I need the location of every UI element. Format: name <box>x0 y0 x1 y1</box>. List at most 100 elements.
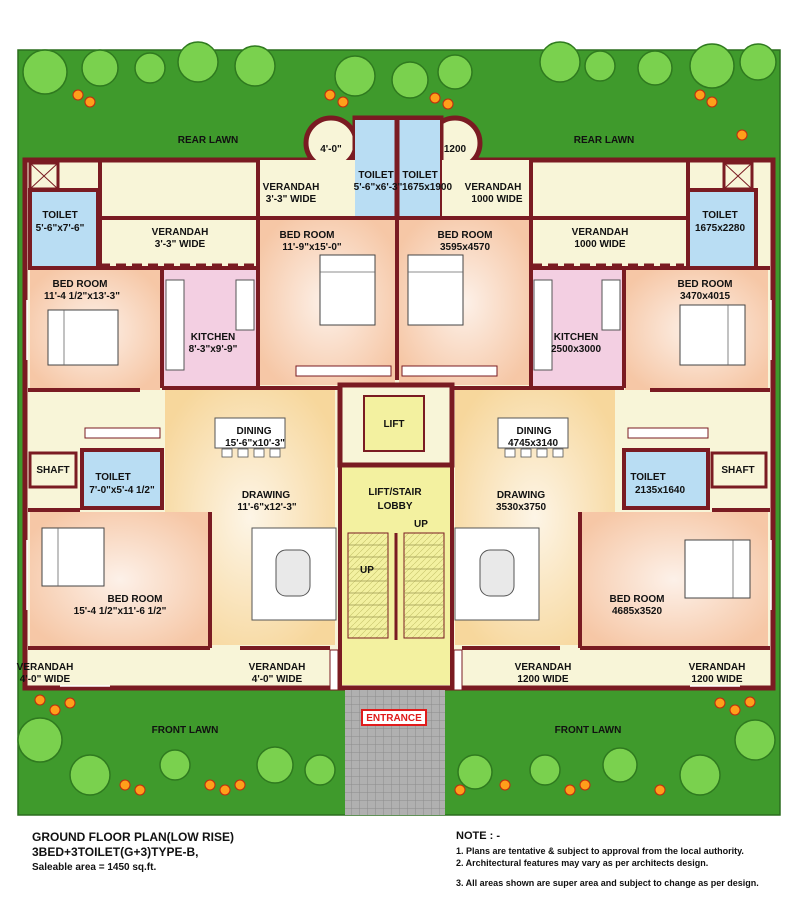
label-stair-up-left: UP <box>360 565 374 576</box>
shaft-left <box>28 451 78 489</box>
flower-icon <box>204 779 216 791</box>
label-toilet-left: TOILET <box>42 210 77 221</box>
toilet-top-right <box>398 120 440 216</box>
label-bay-left: 4'-0" <box>320 144 342 155</box>
toilet-mid-left <box>80 448 164 510</box>
flower-icon <box>454 784 466 796</box>
label-bed-left-size: 11'-4 1/2"x13'-3" <box>44 291 120 302</box>
label-verandah-mid-left-size: 3'-3" WIDE <box>155 239 206 250</box>
label-dining-right-size: 4745x3140 <box>508 438 558 449</box>
label-bed-bottom-right: BED ROOM <box>610 594 665 605</box>
flower-icon <box>64 697 76 709</box>
lift-core <box>363 395 425 452</box>
sofa-set-left-icon <box>251 527 337 621</box>
label-kitchen-right: KITCHEN <box>554 332 598 343</box>
tree-icon <box>334 55 376 97</box>
tree-icon <box>391 61 429 99</box>
label-verandah-top-left: VERANDAH <box>263 182 320 193</box>
tree-icon <box>159 749 191 781</box>
label-stair-up-right: UP <box>414 519 428 530</box>
flower-icon <box>714 697 726 709</box>
bed-icon <box>319 254 376 326</box>
bed-icon <box>679 304 746 366</box>
label-drawing-left: DRAWING <box>242 490 291 501</box>
label-verandah-bottom-right-1-size: 1200 WIDE <box>517 674 568 685</box>
label-toilet-right: TOILET <box>702 210 737 221</box>
label-drawing-right-size: 3530x3750 <box>496 502 546 513</box>
flower-icon <box>564 784 576 796</box>
flower-icon <box>654 784 666 796</box>
label-bed-center-left: BED ROOM <box>280 230 335 241</box>
sofa-set-right-icon <box>454 527 540 621</box>
tree-icon <box>134 52 166 84</box>
label-bed-right: BED ROOM <box>678 279 733 290</box>
tree-icon <box>689 43 735 89</box>
flower-icon <box>337 96 349 108</box>
label-rear-lawn-right: REAR LAWN <box>574 135 635 146</box>
plan-title: GROUND FLOOR PLAN(LOW RISE) <box>32 830 234 844</box>
label-toilet-top-left: TOILET <box>358 170 393 181</box>
tree-icon <box>17 717 63 763</box>
dining-table-left-icon <box>214 417 286 458</box>
flower-icon <box>706 96 718 108</box>
tree-icon <box>584 50 616 82</box>
label-toilet-top-right: TOILET <box>402 170 437 181</box>
kitchen-counter-icon <box>235 279 255 331</box>
flower-icon <box>234 779 246 791</box>
label-verandah-bottom-left-1-size: 4'-0" WIDE <box>20 674 71 685</box>
tree-icon <box>734 719 776 761</box>
label-toilet-right-size: 1675x2280 <box>695 223 745 234</box>
label-verandah-bottom-right-2: VERANDAH <box>689 662 746 673</box>
label-rear-lawn-left: REAR LAWN <box>178 135 239 146</box>
tree-icon <box>679 754 721 796</box>
note-heading: NOTE : - <box>456 830 500 842</box>
flower-icon <box>134 784 146 796</box>
flower-icon <box>694 89 706 101</box>
label-verandah-bottom-left-2: VERANDAH <box>249 662 306 673</box>
entrance-sign <box>361 709 427 726</box>
tree-icon <box>457 754 493 790</box>
label-verandah-bottom-right-1: VERANDAH <box>515 662 572 673</box>
flower-icon <box>34 694 46 706</box>
label-toilet-left-size: 5'-6"x7'-6" <box>36 223 85 234</box>
label-toilet-mid-right-size: 2135x1640 <box>635 485 685 496</box>
note-1: 1. Plans are tentative & subject to appr… <box>456 846 744 856</box>
label-verandah-bottom-left-1: VERANDAH <box>17 662 74 673</box>
flowers <box>34 89 756 796</box>
plan-title-block: GROUND FLOOR PLAN(LOW RISE) 3BED+3TOILET… <box>32 830 234 875</box>
label-verandah-top-right-size: 1000 WIDE <box>471 194 522 205</box>
flower-icon <box>219 784 231 796</box>
tree-icon <box>602 747 638 783</box>
flower-icon <box>744 696 756 708</box>
saleable-area: Saleable area = 1450 sq.ft. <box>32 862 157 873</box>
bed-icon <box>47 309 119 366</box>
label-toilet-mid-right: TOILET <box>630 472 665 483</box>
toilet-top-left <box>355 120 395 216</box>
tree-icon <box>69 754 111 796</box>
bed-icon <box>407 254 464 326</box>
tree-icon <box>304 754 336 786</box>
tree-icon <box>529 754 561 786</box>
shaft-right <box>710 451 768 489</box>
flower-icon <box>736 129 748 141</box>
tree-icon <box>437 54 473 90</box>
note-3: 3. All areas shown are super area and su… <box>456 878 759 888</box>
label-bed-center-right-size: 3595x4570 <box>440 242 490 253</box>
tree-icon <box>234 45 276 87</box>
flower-icon <box>84 96 96 108</box>
flower-icon <box>72 89 84 101</box>
kitchen-counter-icon <box>165 279 185 371</box>
label-kitchen-right-size: 2500x3000 <box>551 344 601 355</box>
label-bay-right: 1200 <box>444 144 467 155</box>
note-2: 2. Architectural features may vary as pe… <box>456 858 709 868</box>
label-toilet-mid-left-size: 7'-0"x5'-4 1/2" <box>89 485 155 496</box>
flower-icon <box>49 704 61 716</box>
kitchen-counter-icon <box>601 279 621 331</box>
label-bed-center-left-size: 11'-9"x15'-0" <box>282 242 342 253</box>
label-bed-bottom-left: BED ROOM <box>108 594 163 605</box>
tree-icon <box>637 50 673 86</box>
label-verandah-bottom-right-2-size: 1200 WIDE <box>691 674 742 685</box>
flower-icon <box>442 98 454 110</box>
bed-icon <box>684 539 751 599</box>
